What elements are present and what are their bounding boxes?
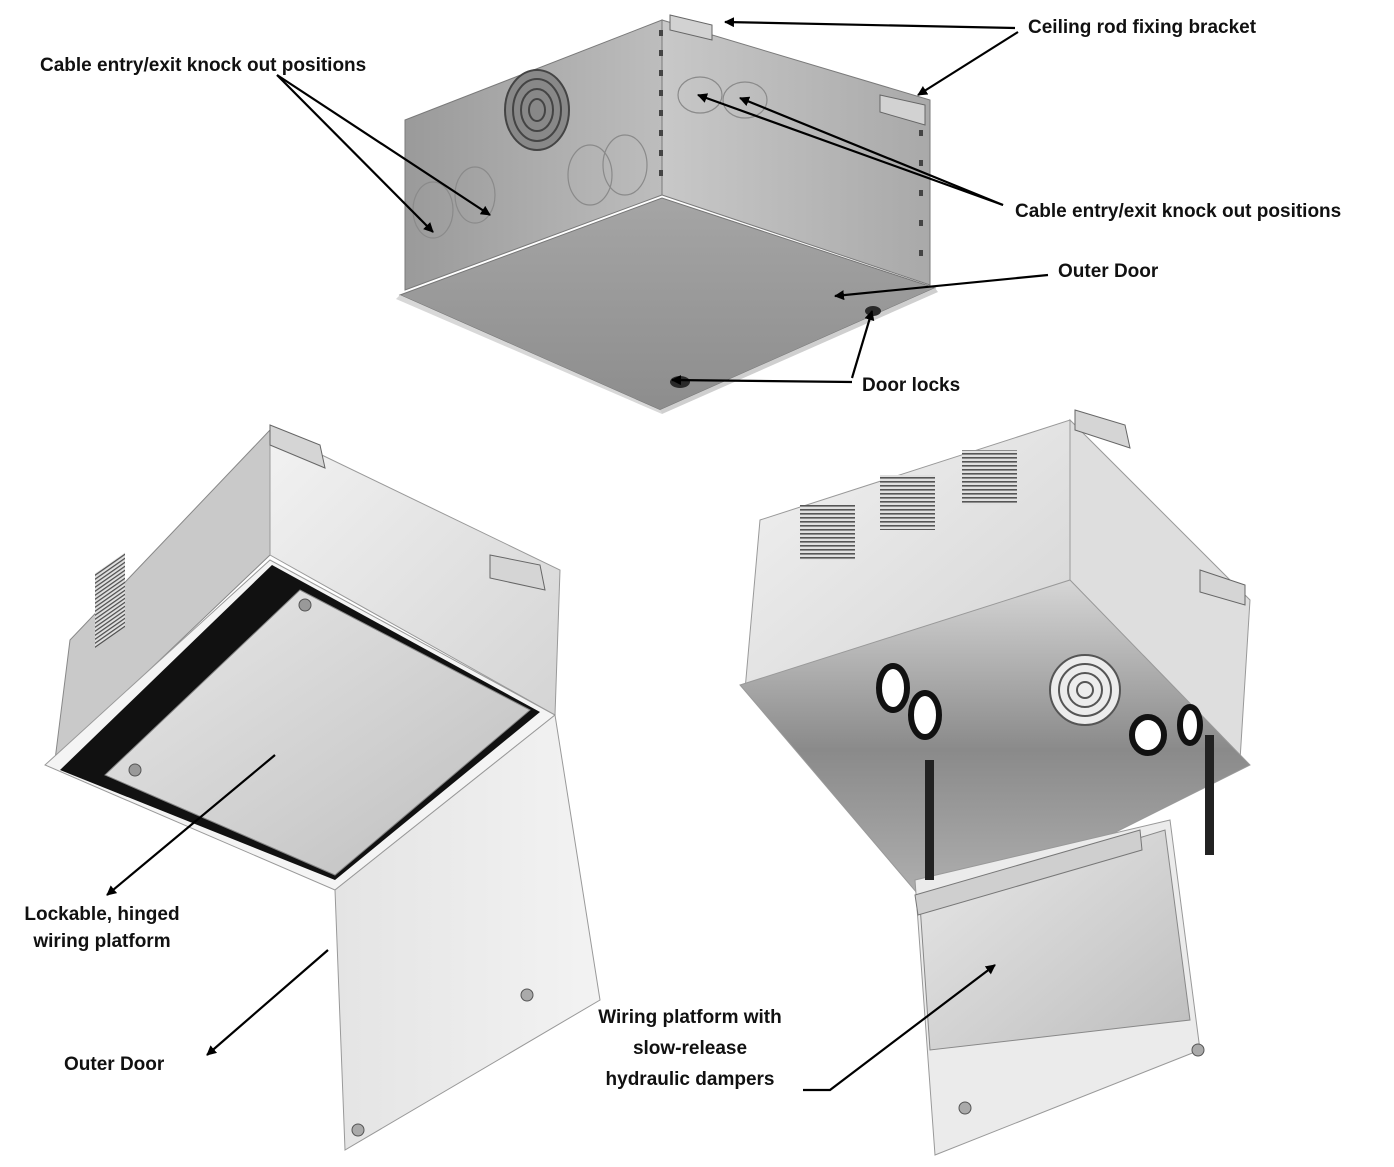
label-knockout-left: Cable entry/exit knock out positions [40,55,367,76]
label-lockable-line2: wiring platform [33,931,171,952]
right-cabinet-illustration [739,409,1251,1156]
hydraulic-damper-icon [925,735,1214,880]
arrow-outer-door-bottom [206,949,329,1056]
rivet-line [659,30,923,256]
label-lockable-line1: Lockable, hinged [24,904,180,925]
arrow-door-lock-2 [671,375,853,386]
ceiling-bracket-icon [1074,409,1246,606]
arrow-wiring-platform [803,964,996,1092]
label-knockout-right: Cable entry/exit knock out positions [1015,201,1342,222]
fan-grille-icon [1049,654,1121,726]
label-wiring-line2: slow-release [632,1038,748,1059]
left-cabinet-illustration [44,424,601,1151]
knockout-circles [412,76,768,239]
arrow-knockout-left-1 [276,74,434,233]
label-wiring-line3: hydraulic dampers [605,1069,775,1090]
label-lockable-hinged-wiring-platform: Lockable, hinged wiring platform [2,903,202,954]
cable-grommet-icon [876,663,1203,756]
arrow-ceiling-bracket-1 [724,17,1016,30]
callout-arrows [106,17,1049,1092]
top-cabinet-illustration [396,14,938,414]
label-ceiling-rod-fixing-bracket: Ceiling rod fixing bracket [1028,17,1257,38]
label-outer-door-bottom: Outer Door [64,1054,165,1075]
label-wiring-line1: Wiring platform with [598,1007,782,1028]
arrow-lockable-platform [106,754,276,896]
arrow-ceiling-bracket-2 [917,31,1019,96]
label-outer-door-top: Outer Door [1058,261,1159,282]
fan-grille-icon [504,69,570,151]
arrow-knockout-right-1 [697,93,1004,207]
ceiling-bracket-icon [269,424,546,591]
label-wiring-platform-dampers: Wiring platform with slow-release hydrau… [565,1006,815,1092]
ceiling-bracket-icon [669,14,926,126]
arrow-knockout-left-2 [276,74,491,216]
label-door-locks: Door locks [862,375,961,396]
arrow-knockout-right-2 [739,96,1004,207]
arrow-door-lock-1 [850,310,875,379]
arrow-outer-door-top [834,273,1049,301]
